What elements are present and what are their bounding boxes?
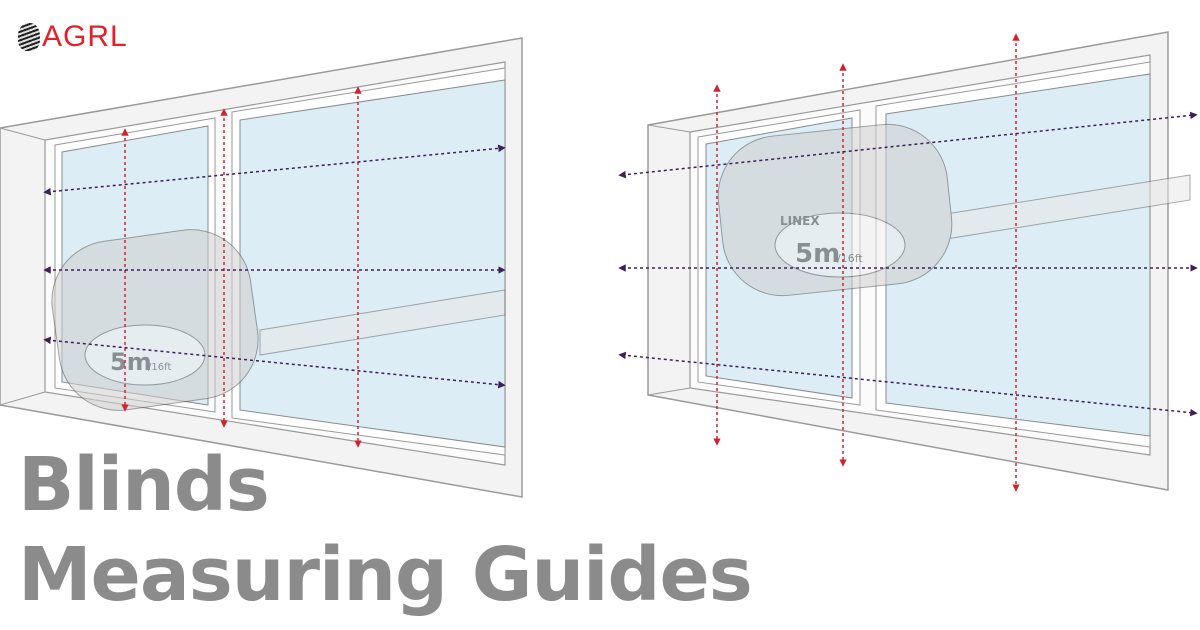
tape-size-sub-label: /16ft: [148, 362, 171, 373]
width-arrow: [43, 336, 506, 389]
right-arrows: [618, 33, 1198, 492]
fingerprint-icon: [18, 23, 40, 51]
left-arrows: [43, 86, 506, 448]
page-title-line-1: Blinds: [18, 442, 270, 528]
tape-size-label: 5m: [795, 239, 840, 269]
agrl-logo[interactable]: AGRL: [18, 22, 128, 52]
tape-size-label: 5m: [110, 348, 152, 376]
page-title-line-2: Measuring Guides: [18, 532, 753, 618]
logo-text: AGRL: [42, 20, 128, 53]
width-arrow: [43, 144, 506, 196]
tape-brand-label: LINEX: [780, 214, 820, 228]
tape-size-sub-label: /16ft: [837, 252, 863, 265]
